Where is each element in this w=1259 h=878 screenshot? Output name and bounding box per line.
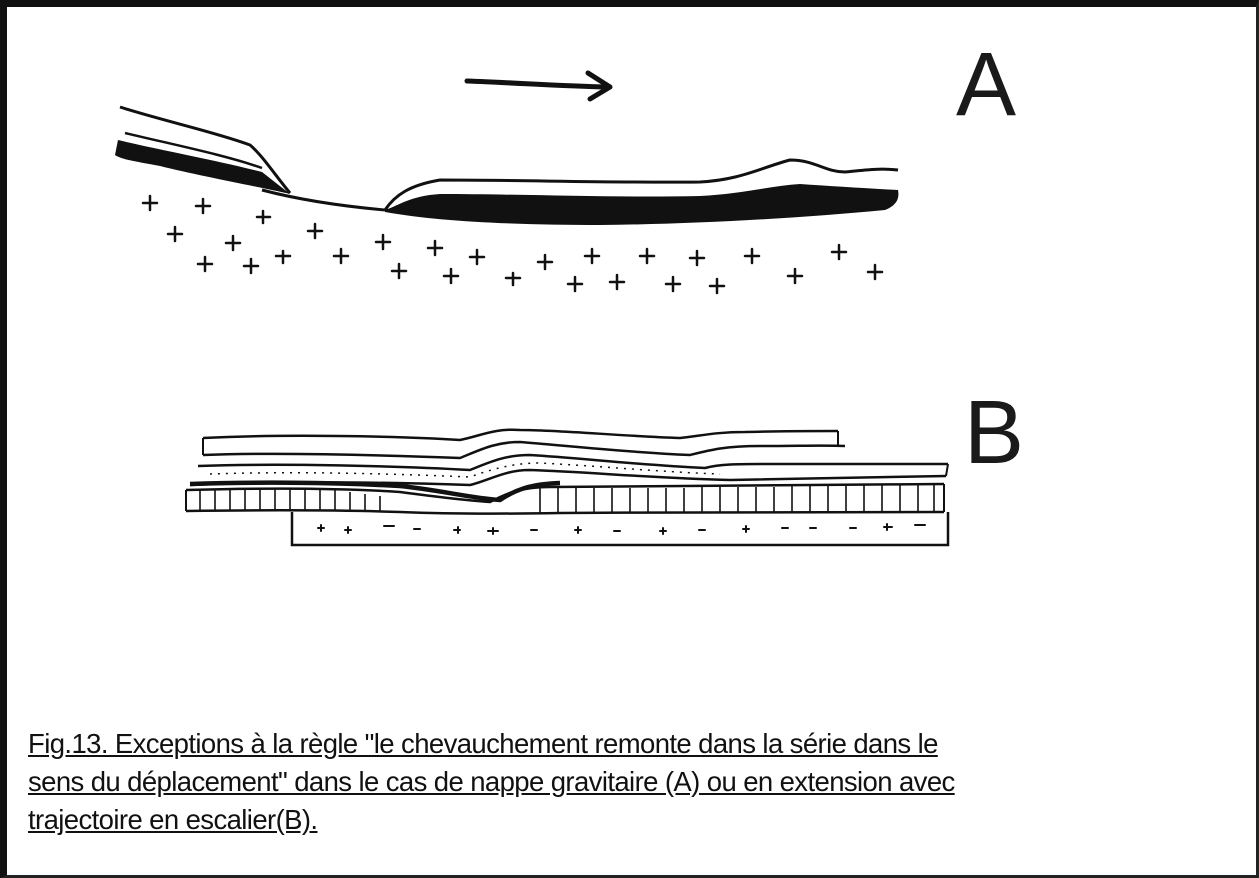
- top-layer: [203, 430, 838, 440]
- caption-line-1: Fig.13. Exceptions à la règle "le chevau…: [28, 725, 1228, 763]
- sole-surface: [262, 190, 385, 210]
- panel-b-drawing: [186, 430, 948, 545]
- panel-label-a: A: [956, 40, 1016, 130]
- right-black-layer: [385, 184, 898, 225]
- panel-a-drawing: [115, 73, 898, 293]
- left-black-layer: [115, 140, 290, 194]
- figure-caption: Fig.13. Exceptions à la règle "le chevau…: [28, 725, 1228, 839]
- caption-line-3: trajectoire en escalier(B).: [28, 801, 1228, 839]
- panel-label-b: B: [964, 388, 1024, 478]
- middle-layer: [198, 455, 948, 470]
- displacement-arrow-icon: [467, 73, 610, 99]
- basement-marks: [318, 524, 925, 534]
- caption-line-2: sens du déplacement" dans le cas de napp…: [28, 763, 1228, 801]
- hatched-layer: [186, 484, 944, 502]
